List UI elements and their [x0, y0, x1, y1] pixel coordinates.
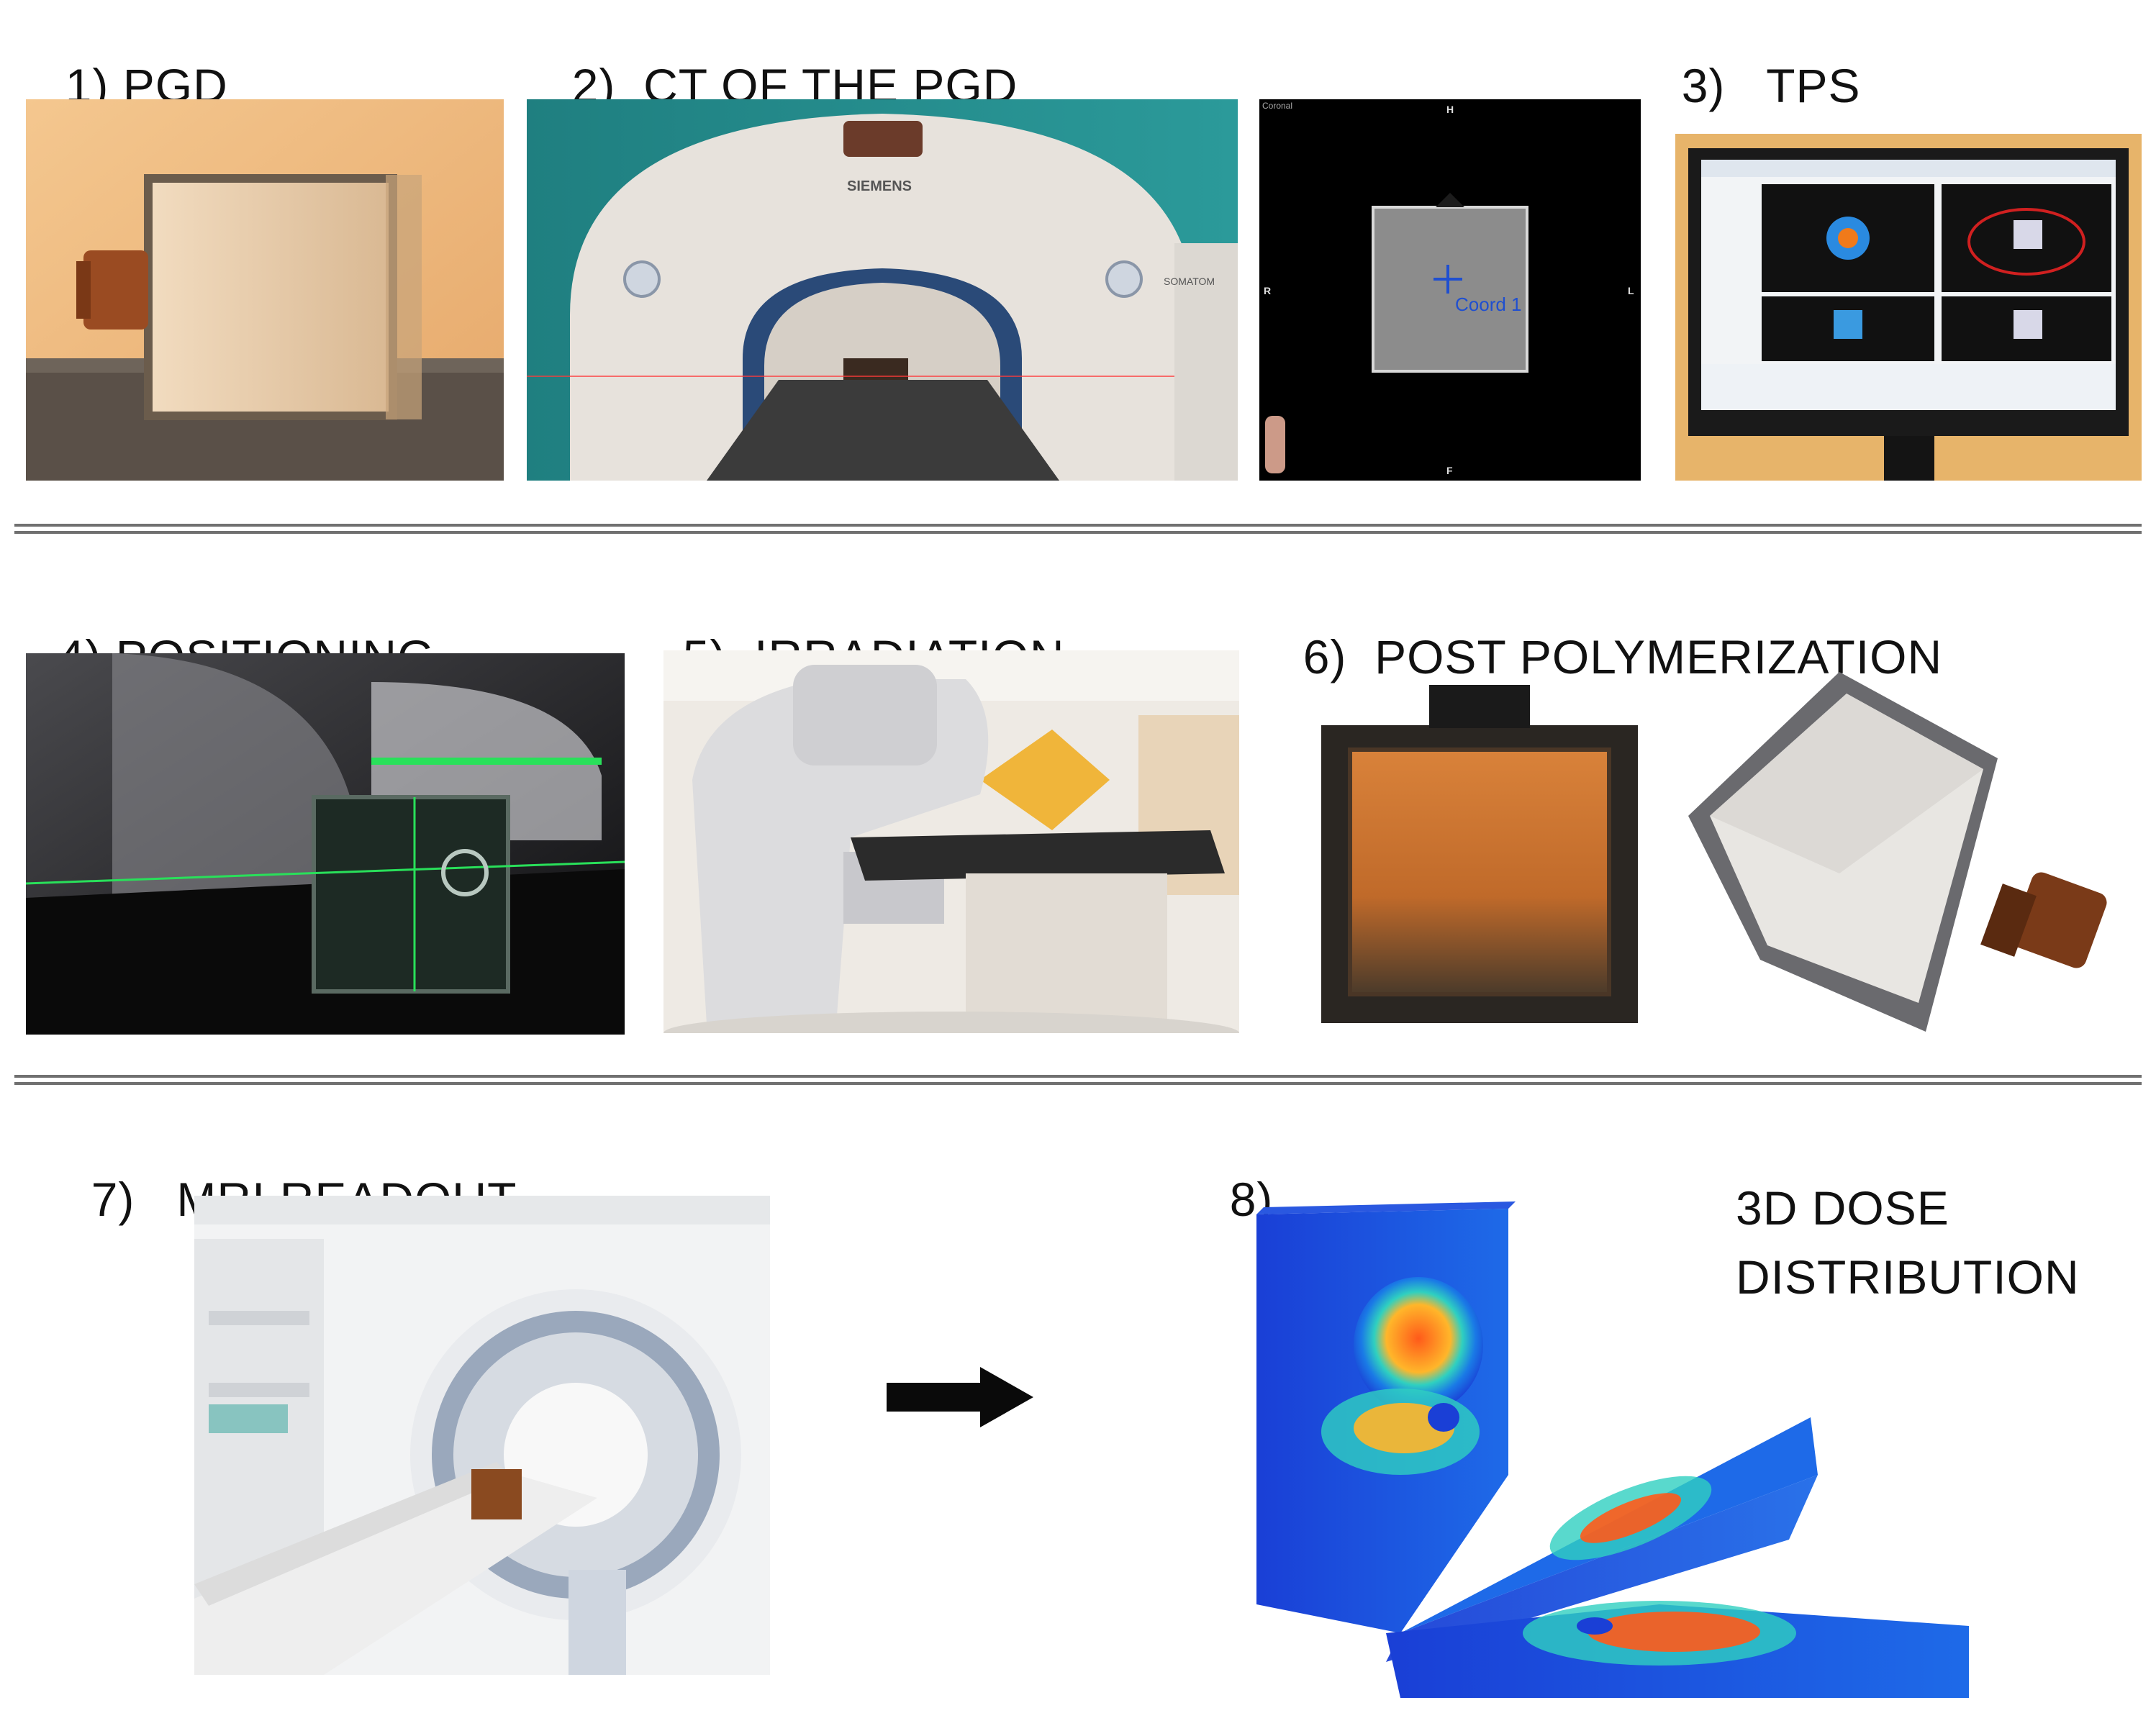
orientation-left: R	[1264, 285, 1272, 296]
step-2-heading: 2) CT OF THE PGD	[544, 14, 1018, 109]
ct-scanner-photo: SIEMENS SOMATOM	[527, 99, 1238, 481]
positioning-photo	[26, 653, 625, 1035]
dose-distribution-render	[1256, 1201, 1969, 1698]
step-number: 6)	[1303, 630, 1347, 683]
step-1-heading: 1) PGD	[37, 14, 228, 109]
tps-monitor-photo	[1675, 134, 2142, 481]
coord-marker-label: Coord 1	[1455, 294, 1522, 315]
step-number: 7)	[91, 1173, 135, 1226]
irradiation-photo	[663, 650, 1239, 1033]
pgd-photo	[26, 99, 504, 481]
right-arrow-icon	[887, 1367, 1033, 1427]
step-title: POST POLYMERIZATION	[1374, 630, 1943, 683]
post-polymerization-front-photo	[1321, 685, 1638, 1023]
scanner-model: SOMATOM	[1164, 276, 1215, 287]
orientation-top: H	[1446, 104, 1454, 115]
step-3-heading: 3) TPS	[1654, 14, 1861, 109]
orientation-bottom: F	[1446, 465, 1453, 476]
step-6-heading: 6) POST POLYMERIZATION	[1275, 586, 1942, 681]
orientation-label: Coronal	[1262, 101, 1293, 111]
dose-label-line-2: DISTRIBUTION	[1736, 1250, 2080, 1304]
step-title: TPS	[1766, 59, 1861, 112]
orientation-right: L	[1628, 285, 1634, 296]
post-polymerization-angled-photo	[1688, 672, 2120, 1032]
ct-coronal-view: Coronal H F R L Coord 1	[1259, 99, 1641, 481]
dose-label-line-1: 3D DOSE	[1736, 1181, 1949, 1235]
scanner-brand: SIEMENS	[847, 178, 912, 194]
separator-bottom	[14, 1075, 2142, 1085]
step-number: 3)	[1681, 59, 1726, 112]
mri-scanner-photo	[194, 1196, 770, 1675]
separator-top	[14, 524, 2142, 534]
